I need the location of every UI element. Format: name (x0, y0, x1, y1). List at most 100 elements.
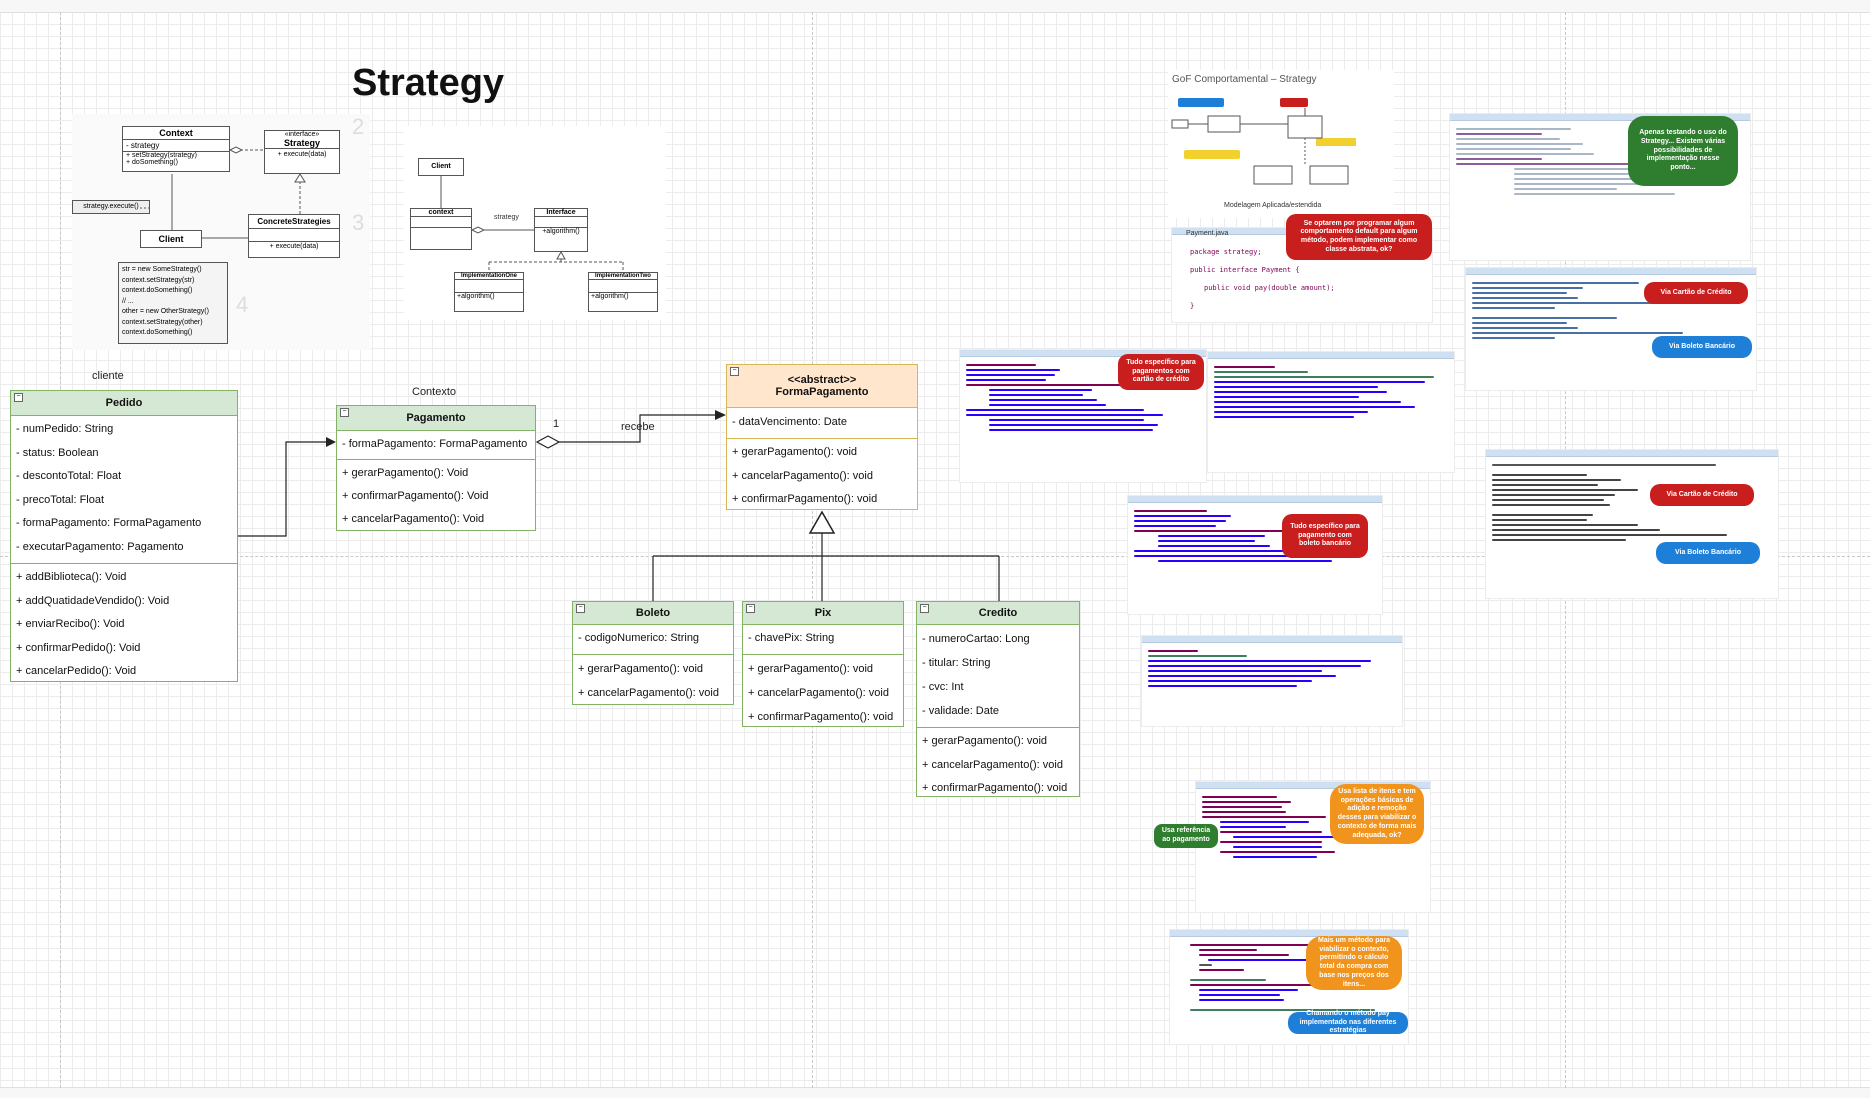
class-method: + cancelarPagamento(): void (732, 469, 873, 482)
top-toolbar (0, 0, 1870, 13)
ref2-context: context (411, 209, 471, 217)
collapse-toggle[interactable]: − (340, 408, 349, 417)
ref2-connectors (440, 176, 624, 272)
class-attribute: - validade: Date (922, 705, 1000, 717)
strategy-reference-image[interactable]: Context - strategy + setStrategy(strateg… (72, 114, 370, 350)
ref1-note-line: context.setStrategy(str) (122, 276, 195, 284)
multiplicity-label: 1 (553, 418, 560, 430)
ref1-step-number: 2 (352, 114, 365, 139)
class-attribute: - executarPagamento: Pagamento (16, 540, 184, 553)
callout-calculo-total: Mais um método para viabilizar o context… (1306, 936, 1402, 990)
class-name: Credito (978, 607, 1018, 619)
class-method: + cancelarPagamento(): void (748, 687, 889, 699)
gof-strategy-image[interactable]: GoF Comportamental – Strategy Modelagem … (1168, 70, 1394, 218)
collapse-toggle[interactable]: − (920, 604, 929, 613)
class-method: + addBiblioteca(): Void (16, 571, 127, 583)
ref2-impl-two: ImplementationTwo (589, 273, 657, 280)
strategy-test-code-image[interactable] (1450, 114, 1750, 260)
callout-lista-itens: Usa lista de itens e tem operações básic… (1330, 784, 1424, 844)
class-stereotype: <<abstract>> (787, 374, 857, 386)
ref1-note-line: context.doSomething() (122, 329, 193, 336)
code-line: public void pay(double amount); (1204, 284, 1335, 292)
class-pix[interactable]: − Pix - chavePix: String + gerarPagamento… (742, 601, 904, 727)
class-method: + confirmarPagamento(): void (922, 782, 1068, 794)
class-method: + confirmarPedido(): Void (16, 641, 141, 654)
class-attribute: - titular: String (922, 657, 991, 669)
class-method: + gerarPagamento(): void (922, 735, 1048, 747)
class-attribute: - numeroCartao: Long (922, 633, 1030, 645)
ref1-note-line: str = new SomeStrategy() (122, 266, 202, 273)
class-name: Pedido (105, 397, 143, 409)
class-forma-pagamento[interactable]: − <<abstract>>FormaPagamento - dataVencim… (726, 364, 918, 510)
class-method: + confirmarPagamento(): void (748, 711, 894, 723)
callout-abstract-hint: Se optarem por programar algum comportam… (1286, 214, 1432, 260)
class-method: + gerarPagamento(): Void (342, 467, 469, 479)
callout-via-boleto: Via Boleto Bancário (1652, 336, 1752, 358)
callout-via-cartao: Via Cartão de Crédito (1644, 282, 1748, 304)
callout-cartao-especifico: Tudo específico para pagamentos com cart… (1118, 354, 1204, 390)
class-attribute: - formaPagamento: FormaPagamento (342, 438, 528, 450)
class-method: + cancelarPagamento(): void (922, 758, 1063, 771)
ref1-concrete-name: ConcreteStrategies (249, 215, 339, 229)
ref1-client: Client (140, 230, 202, 248)
gof-caption: Modelagem Aplicada/estendida (1224, 202, 1322, 209)
ref1-note-line: context.doSomething() (122, 287, 193, 294)
code-file-tab: Payment.java (1186, 230, 1229, 237)
callout-via-cartao-console: Via Cartão de Crédito (1650, 484, 1754, 506)
ref2-impl-method: +algorithm() (591, 293, 629, 300)
class-method: + cancelarPagamento(): void (578, 687, 719, 699)
class-credito[interactable]: − Credito - numeroCartao: Long - titular:… (916, 601, 1080, 797)
class-attribute: - descontoTotal: Float (16, 470, 122, 482)
ref1-context-name: Context (123, 127, 229, 140)
gof-red-tag (1280, 98, 1308, 107)
class-attribute: - cvc: Int (922, 681, 964, 693)
ref1-context-method: + doSomething() (126, 159, 178, 166)
class-attribute: - chavePix: String (748, 632, 835, 644)
code-line: public interface Payment { (1190, 266, 1300, 274)
class-name: Pix (814, 607, 832, 619)
ref2-interface-method: +algorithm() (542, 228, 580, 235)
class-pagamento[interactable]: −Pagamento - formaPagamento: FormaPagame… (336, 405, 536, 531)
ref1-interface-stereo: «interface» (284, 131, 320, 138)
collapse-toggle[interactable]: − (576, 604, 585, 613)
class-method: + gerarPagamento(): void (578, 663, 704, 675)
ref2-impl-one: ImplementationOne (455, 273, 523, 280)
collapse-toggle[interactable]: − (730, 367, 739, 376)
class-boleto[interactable]: − Boleto - codigoNumerico: String + gerar… (572, 601, 734, 705)
class-name: Boleto (635, 607, 671, 619)
collapse-toggle[interactable]: − (14, 393, 23, 402)
class-method: + gerarPagamento(): void (748, 663, 874, 675)
class-name: FormaPagamento (775, 386, 869, 398)
gof-yellow-tag (1184, 150, 1240, 159)
ref2-client: Client (418, 158, 464, 176)
ref1-interface-name: Strategy (265, 138, 339, 149)
class-method: + enviarRecibo(): Void (16, 618, 125, 630)
ref1-step-number: 3 (352, 210, 365, 235)
ref1-note-line: context.setStrategy(other) (122, 318, 203, 326)
class-attribute: - status: Boolean (16, 446, 99, 459)
callout-via-boleto-console: Via Boleto Bancário (1656, 542, 1760, 564)
callout-chamando-pay: Chamando o método pay implementado nas d… (1288, 1010, 1408, 1034)
class-attribute: - dataVencimento: Date (732, 416, 847, 428)
ref1-interface-method: + execute(data) (277, 151, 327, 158)
credit-card-pay-code-image[interactable] (1208, 352, 1454, 472)
ref1-context-attr: - strategy (123, 140, 229, 152)
boleto-pay-code-image[interactable] (1142, 636, 1402, 726)
ref2-interface: Interface (535, 209, 587, 217)
class-attribute: - precoTotal: Float (16, 493, 105, 506)
callout-referencia-pagamento: Usa referência ao pagamento (1154, 824, 1218, 848)
collapse-toggle[interactable]: − (746, 604, 755, 613)
class-method: + gerarPagamento(): void (732, 446, 858, 458)
bottom-scrollbar[interactable] (0, 1087, 1870, 1098)
class-attribute: - formaPagamento: FormaPagamento (16, 517, 202, 529)
class-method: + cancelarPagamento(): Void (342, 513, 485, 525)
class-pedido[interactable]: −Pedido - numPedido: String - status: Bo… (10, 390, 238, 682)
ref1-strategy-execute-note: strategy.execute() (72, 200, 150, 214)
gof-blue-tag (1178, 98, 1224, 107)
console-output-image[interactable] (1486, 450, 1778, 598)
code-line: package strategy; (1190, 248, 1262, 256)
class-attribute: - codigoNumerico: String (578, 632, 700, 644)
strategy-simple-reference-image[interactable]: Client context Interface +algorithm() Im… (404, 126, 666, 320)
